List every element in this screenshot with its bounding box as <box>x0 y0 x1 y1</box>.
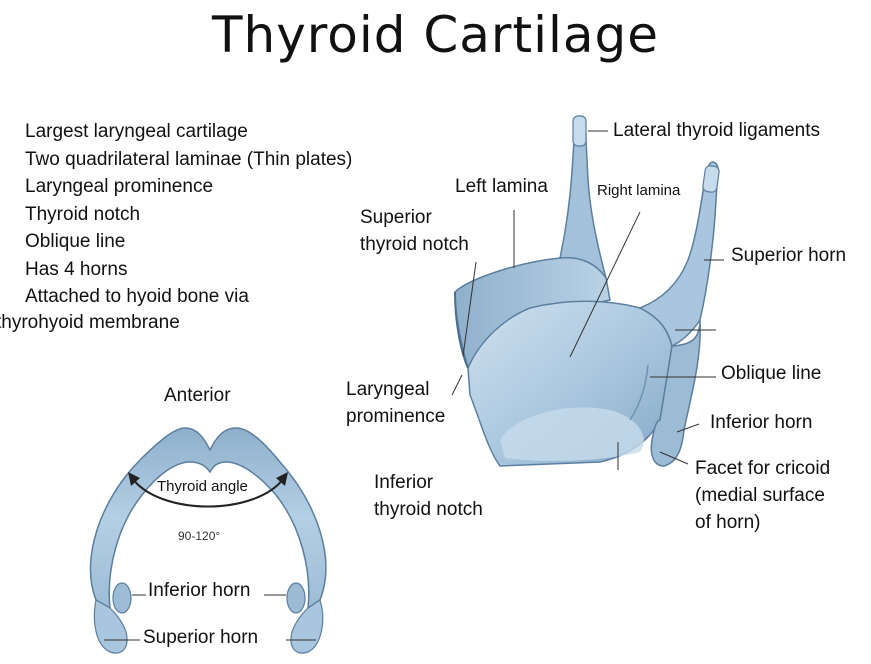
label-superior-thyroid-notch-1: Superior <box>360 207 432 228</box>
leader-superior-notch <box>462 261 477 357</box>
label-lateral-thyroid-ligaments: Lateral thyroid ligaments <box>613 120 820 141</box>
bullet-continuation: thyrohyoid membrane <box>0 312 180 333</box>
lamina-highlight-shape <box>500 407 644 461</box>
thyroid-angle-arc <box>131 477 285 508</box>
label-right-lamina: Right lamina <box>595 178 683 204</box>
label-angle-range: 90-120° <box>178 529 221 543</box>
label-inferior-thyroid-notch-1: Inferior <box>374 472 434 493</box>
bullet-item: •Two quadrilateral laminae (Thin plates) <box>0 146 352 174</box>
slide-title: Thyroid Cartilage <box>211 6 660 64</box>
arc-arrowhead-right-icon <box>276 472 288 486</box>
label-thyroid-angle: Thyroid angle <box>157 478 248 495</box>
leader-facet <box>659 451 689 465</box>
label-left-lamina: Left lamina <box>455 176 548 197</box>
lateral-ligament-left-shape <box>572 115 587 147</box>
inferior-horn-shape <box>650 319 701 467</box>
label-superior-horn-lateral: Superior horn <box>731 245 847 266</box>
label-laryngeal-prominence-1: Laryngeal <box>346 379 430 400</box>
bullet-item: •Oblique line <box>0 228 352 256</box>
label-inferior-horn-superior: Inferior horn <box>148 580 251 601</box>
bullet-item: •Largest laryngeal cartilage <box>0 118 352 146</box>
leader-laryngeal-prominence <box>451 374 463 396</box>
label-inferior-thyroid-notch-2: thyroid notch <box>374 499 483 520</box>
left-inferior-horn-shape <box>112 582 132 614</box>
label-facet-3: of horn) <box>695 512 761 533</box>
label-superior-horn-superior: Superior horn <box>143 627 259 648</box>
label-oblique-line: Oblique line <box>721 363 822 384</box>
label-facet-1: Facet for cricoid <box>695 458 831 479</box>
lateral-leader-lines <box>451 130 724 470</box>
leader-inferior-horn <box>676 423 700 433</box>
bullet-item: •Attached to hyoid bone via <box>0 283 352 311</box>
lateral-ligament-right-shape <box>702 165 720 193</box>
thyroid-cartilage-superior-view <box>89 427 327 654</box>
thyroid-cartilage-lateral-view <box>454 115 720 467</box>
leader-right-lamina <box>569 211 641 358</box>
oblique-line-shape <box>629 364 649 421</box>
laryngeal-prominence-edge-shape <box>454 291 469 369</box>
label-facet-2: (medial surface <box>695 485 825 506</box>
bullet-item: •Laryngeal prominence <box>0 173 352 201</box>
right-inferior-horn-shape <box>286 582 306 614</box>
label-inferior-horn-lateral: Inferior horn <box>710 412 813 433</box>
label-superior-thyroid-notch-2: thyroid notch <box>360 234 469 255</box>
bullet-item: •Has 4 horns <box>0 256 352 284</box>
bullet-item: •Thyroid notch <box>0 201 352 229</box>
bullet-list: •Largest laryngeal cartilage •Two quadri… <box>0 118 352 311</box>
label-laryngeal-prominence-2: prominence <box>346 406 446 427</box>
arc-arrowhead-left-icon <box>128 472 140 486</box>
label-anterior: Anterior <box>164 385 231 406</box>
